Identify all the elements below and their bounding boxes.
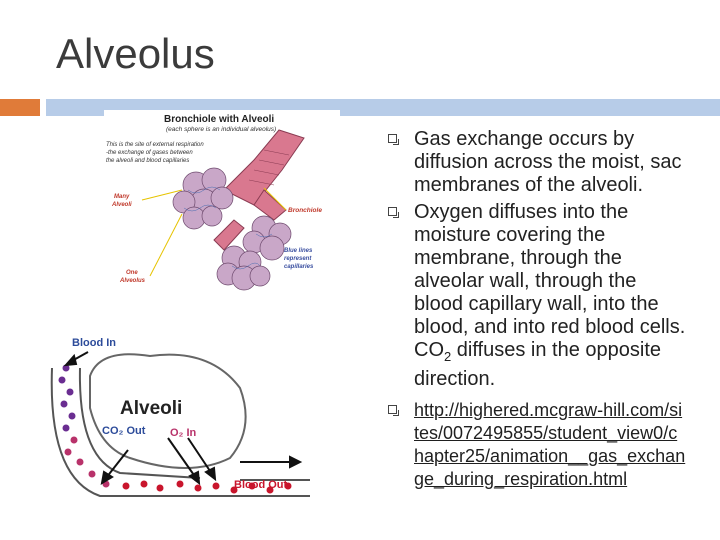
animation-link[interactable]: http://highered.mcgraw-hill.com/sites/00… xyxy=(414,400,686,489)
label-blue-2: represent xyxy=(284,256,312,262)
fig-heading: Bronchiole with Alveoli xyxy=(164,114,274,125)
fig-subheading: (each sphere is an individual alveolus) xyxy=(166,126,276,133)
bullet-marker-icon xyxy=(388,405,399,416)
bronchiole-illustration: Bronchiole with Alveoli (each sphere is … xyxy=(104,110,340,310)
slide-title: Alveolus xyxy=(56,30,215,77)
gas-exchange-diagram: Blood In Alveoli CO₂ Out O₂ In Blood Out xyxy=(50,337,310,497)
label-co2-out: CO₂ Out xyxy=(102,425,146,437)
bullet-oxygen-diffusion: Oxygen diffuses into the moisture coveri… xyxy=(386,201,686,391)
label-many-1: Many xyxy=(114,194,130,200)
label-blood-out: Blood Out xyxy=(234,479,287,491)
bullet-marker-icon xyxy=(388,134,399,145)
bullet-link: http://highered.mcgraw-hill.com/sites/00… xyxy=(386,399,686,491)
bullet-text-pre: Oxygen diffuses into the moisture coveri… xyxy=(414,201,686,361)
title-rule-accent xyxy=(0,99,40,116)
label-many-2: Alveoli xyxy=(111,202,132,208)
fig-note-3: the alveoli and blood capillaries xyxy=(106,158,189,164)
bullet-marker-icon xyxy=(388,207,399,218)
label-alveoli: Alveoli xyxy=(120,398,182,419)
bullet-text-subscript: 2 xyxy=(444,349,452,364)
bullet-gas-exchange: Gas exchange occurs by diffusion across … xyxy=(386,128,686,197)
bullet-text: Gas exchange occurs by diffusion across … xyxy=(414,128,682,196)
label-blue-1: Blue lines xyxy=(284,248,313,254)
bullet-text-post: diffuses in the opposite direction. xyxy=(414,339,662,390)
label-blood-in: Blood In xyxy=(72,337,116,349)
label-bronchiole: Bronchiole xyxy=(288,207,322,214)
label-one-1: One xyxy=(126,270,138,276)
label-blue-3: capillaries xyxy=(284,264,314,270)
label-one-2: Alveolus xyxy=(119,278,146,284)
bullet-list: Gas exchange occurs by diffusion across … xyxy=(386,128,686,495)
fig-note-2: -the exchange of gases between xyxy=(106,150,193,156)
fig-note-1: This is the site of external respiration xyxy=(106,142,204,148)
label-o2-in: O₂ In xyxy=(170,427,197,439)
